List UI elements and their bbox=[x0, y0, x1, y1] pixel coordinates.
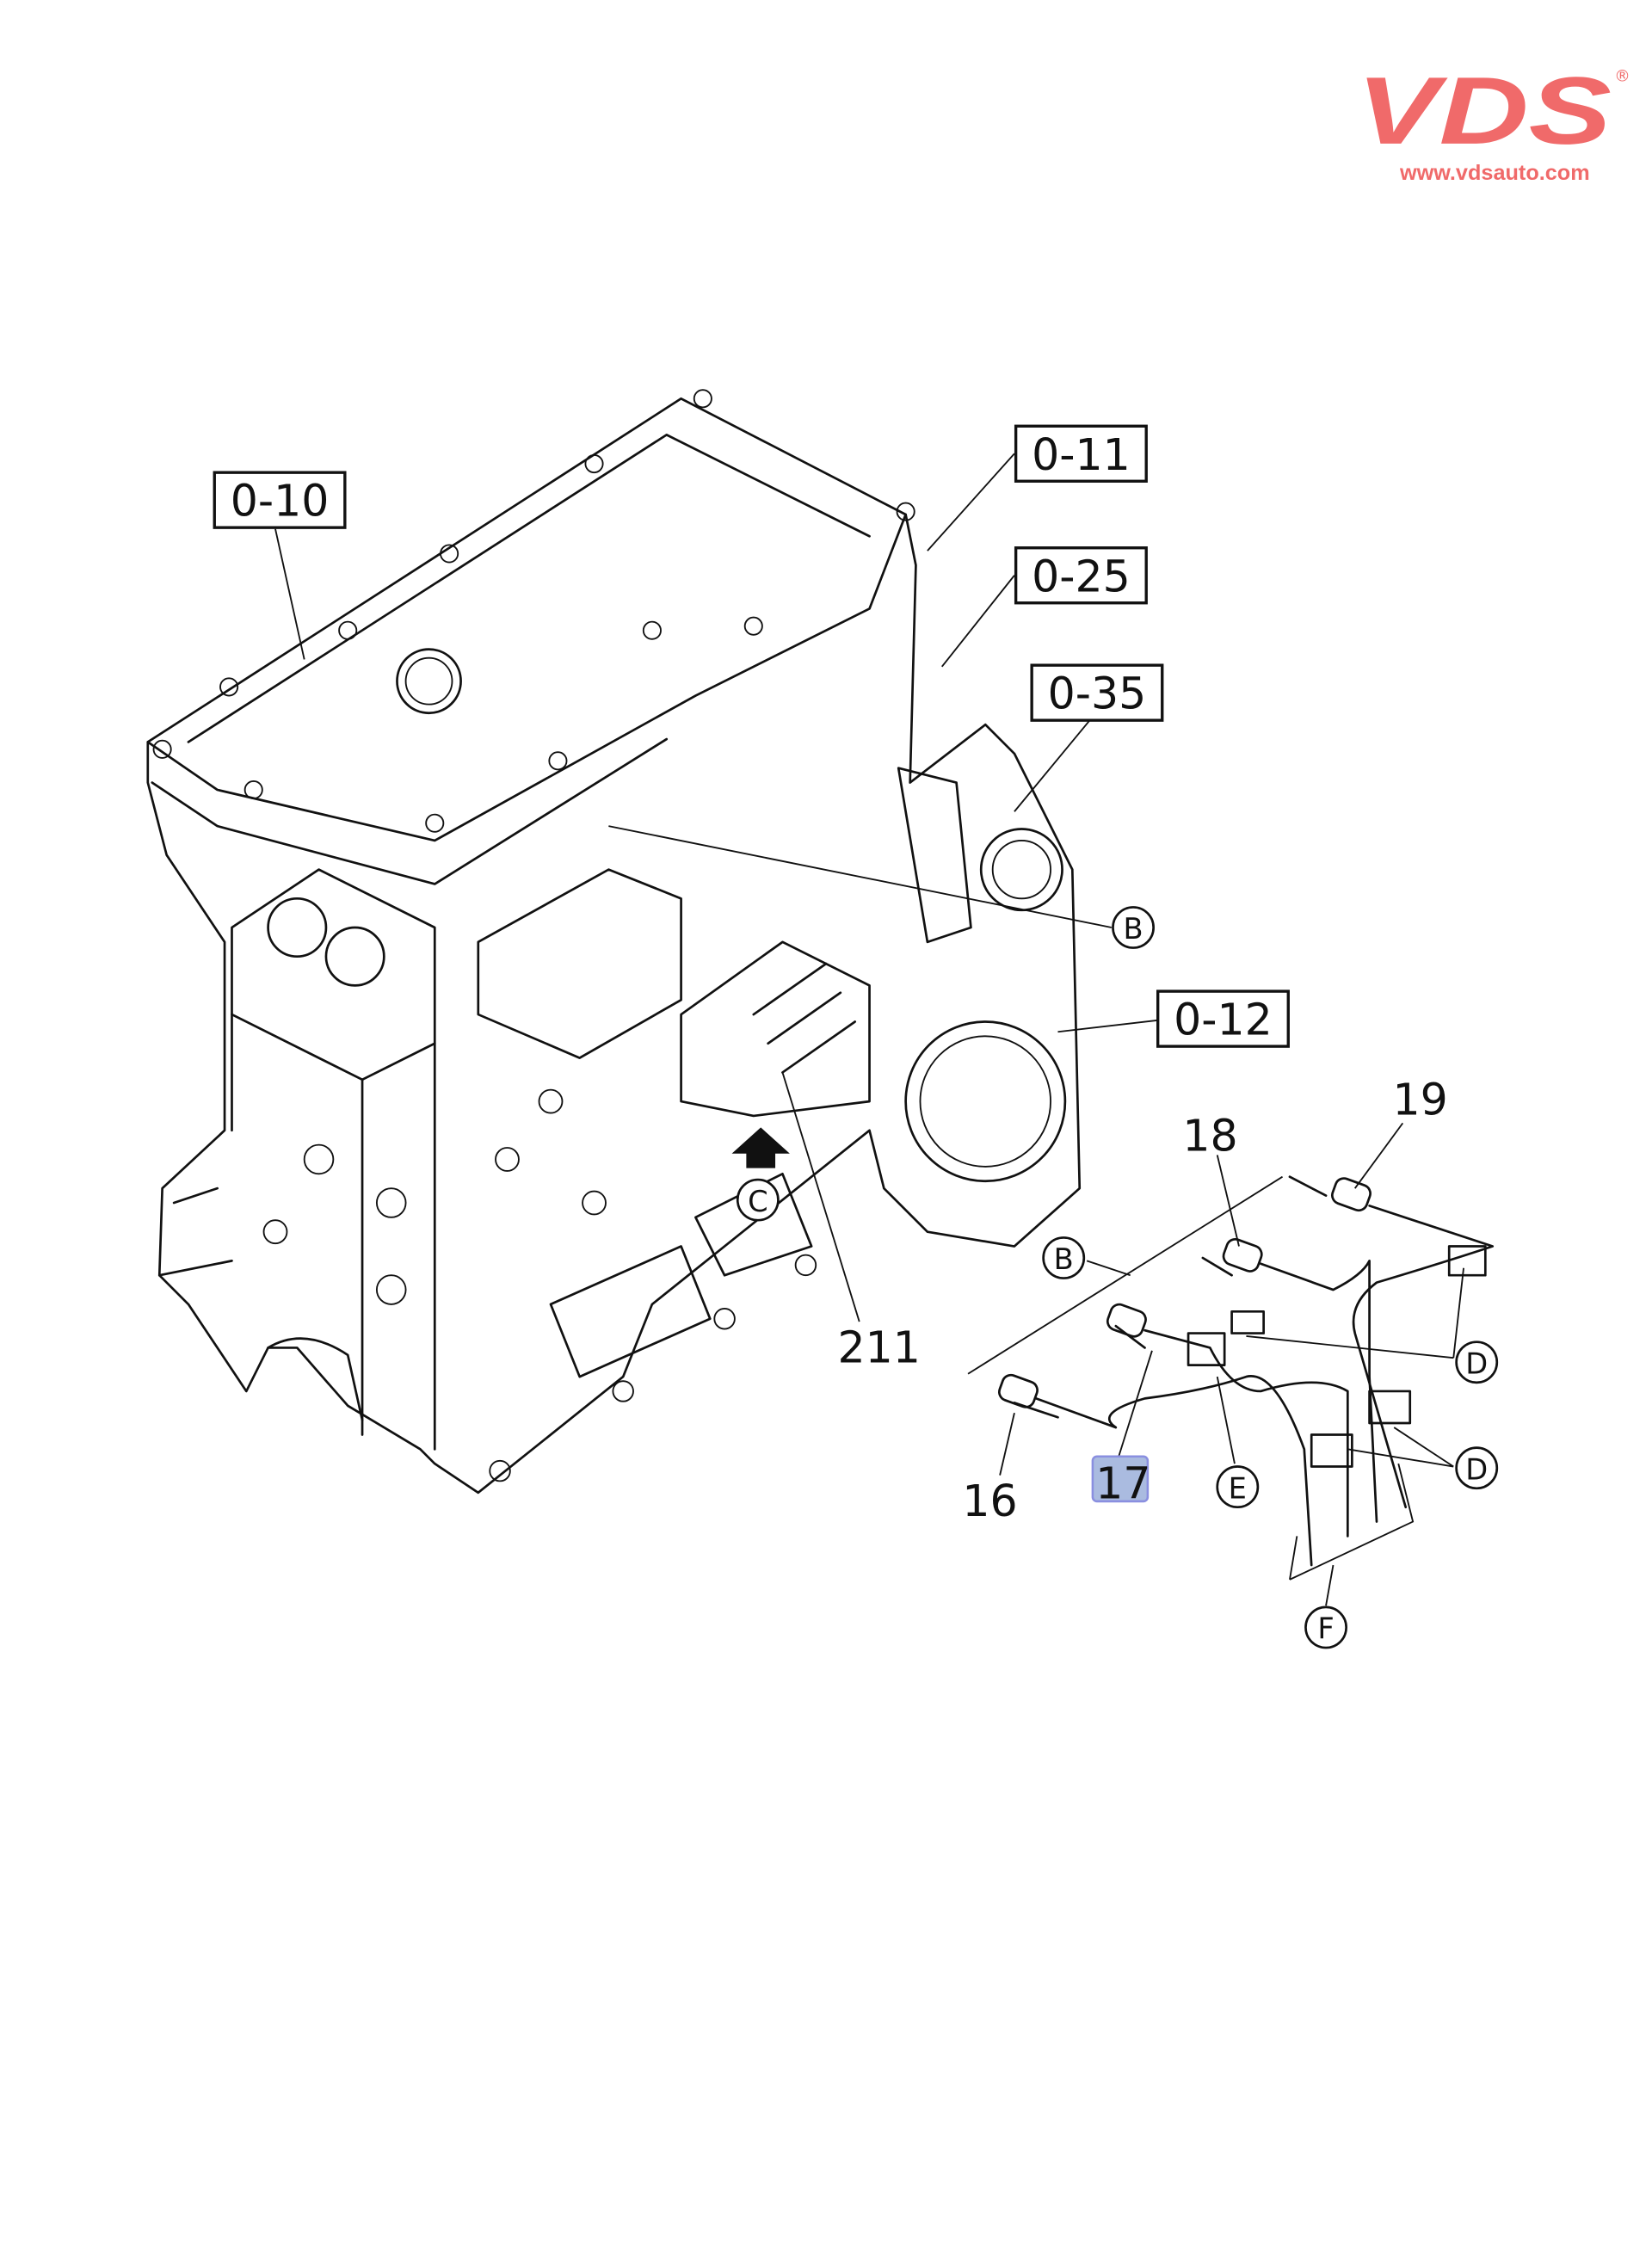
circle-ref-d-2[interactable]: D bbox=[1455, 1446, 1499, 1490]
logo-registered: ® bbox=[1614, 67, 1630, 85]
part-number-16[interactable]: 16 bbox=[962, 1476, 1017, 1526]
logo-url[interactable]: www.vdsauto.com bbox=[1399, 161, 1590, 185]
ref-label-0-12[interactable]: 0-12 bbox=[1156, 989, 1290, 1048]
circle-ref-text: D bbox=[1465, 1452, 1488, 1486]
ref-label-text: 0-11 bbox=[1032, 429, 1131, 480]
ref-label-text: 0-12 bbox=[1174, 995, 1273, 1045]
part-number-18[interactable]: 18 bbox=[1182, 1110, 1237, 1161]
circle-ref-text: B bbox=[1054, 1242, 1074, 1276]
ref-label-0-10[interactable]: 0-10 bbox=[213, 471, 347, 529]
circle-ref-d[interactable]: D bbox=[1455, 1340, 1499, 1384]
circle-ref-text: E bbox=[1229, 1471, 1247, 1505]
circle-ref-text: F bbox=[1317, 1612, 1334, 1646]
circle-ref-text: C bbox=[748, 1185, 768, 1218]
ref-label-text: 0-35 bbox=[1048, 669, 1147, 719]
engine-block-illustration bbox=[146, 389, 1082, 1495]
vds-logo: VDS ® www.vdsauto.com bbox=[1356, 57, 1630, 185]
circle-ref-b-2[interactable]: B bbox=[1042, 1236, 1086, 1279]
circle-ref-b[interactable]: B bbox=[1112, 906, 1155, 949]
ref-label-0-35[interactable]: 0-35 bbox=[1030, 663, 1164, 722]
injection-pipes-illustration bbox=[967, 1175, 1495, 1581]
ref-label-0-25[interactable]: 0-25 bbox=[1014, 546, 1148, 605]
logo-brand: VDS bbox=[1356, 57, 1611, 164]
circle-ref-f[interactable]: F bbox=[1304, 1605, 1347, 1649]
ref-label-text: 0-10 bbox=[231, 476, 330, 527]
part-number-211[interactable]: 211 bbox=[837, 1322, 920, 1372]
ref-label-text: 0-25 bbox=[1032, 551, 1131, 601]
circle-ref-text: D bbox=[1465, 1347, 1488, 1380]
ref-label-0-11[interactable]: 0-11 bbox=[1014, 424, 1148, 483]
arrow-icon bbox=[731, 1127, 790, 1168]
circle-ref-e[interactable]: E bbox=[1216, 1465, 1260, 1509]
circle-ref-c[interactable]: C bbox=[736, 1178, 780, 1222]
part-17-highlight bbox=[1091, 1455, 1150, 1503]
part-number-17[interactable]: 17 bbox=[1095, 1458, 1150, 1509]
leader-lines bbox=[274, 453, 1464, 1606]
circle-ref-text: B bbox=[1123, 912, 1143, 946]
part-number-19[interactable]: 19 bbox=[1393, 1074, 1448, 1125]
